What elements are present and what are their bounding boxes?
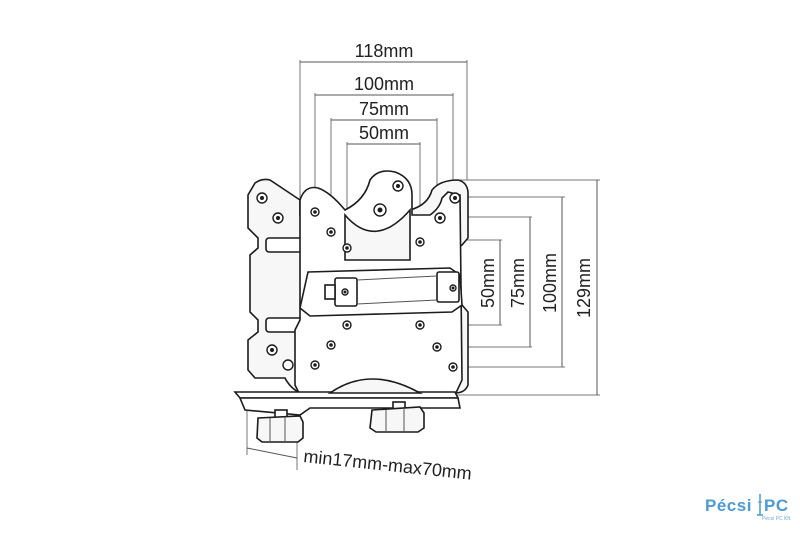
dim-label-75-right: 75mm	[508, 258, 528, 308]
tower-icon	[757, 494, 763, 516]
right-dimension-lines	[499, 180, 598, 395]
dim-label-129-right: 129mm	[574, 258, 594, 318]
top-extension-lines	[299, 60, 468, 248]
dim-label-75-top: 75mm	[359, 99, 409, 119]
dim-label-118: 118mm	[355, 41, 414, 61]
right-clamp-knob	[369, 401, 425, 433]
brand-watermark: Pécsi PC Pécsi PC Kft.	[705, 494, 791, 522]
mounting-holes	[256, 180, 461, 372]
watermark-brand: Pécsi	[705, 496, 752, 515]
dim-label-100-top: 100mm	[354, 74, 414, 94]
clamp-range-label: min17mm-max70mm	[303, 446, 473, 484]
watermark-brand-suffix: PC	[764, 496, 789, 515]
clamp-strap	[299, 267, 463, 317]
top-dimension-lines	[300, 61, 467, 145]
left-clamp-knob	[256, 409, 304, 443]
watermark-tagline: Pécsi PC Kft.	[762, 516, 791, 522]
dim-label-50-right: 50mm	[478, 258, 498, 308]
dim-label-100-right: 100mm	[540, 253, 560, 313]
dim-label-50-top: 50mm	[359, 123, 409, 143]
